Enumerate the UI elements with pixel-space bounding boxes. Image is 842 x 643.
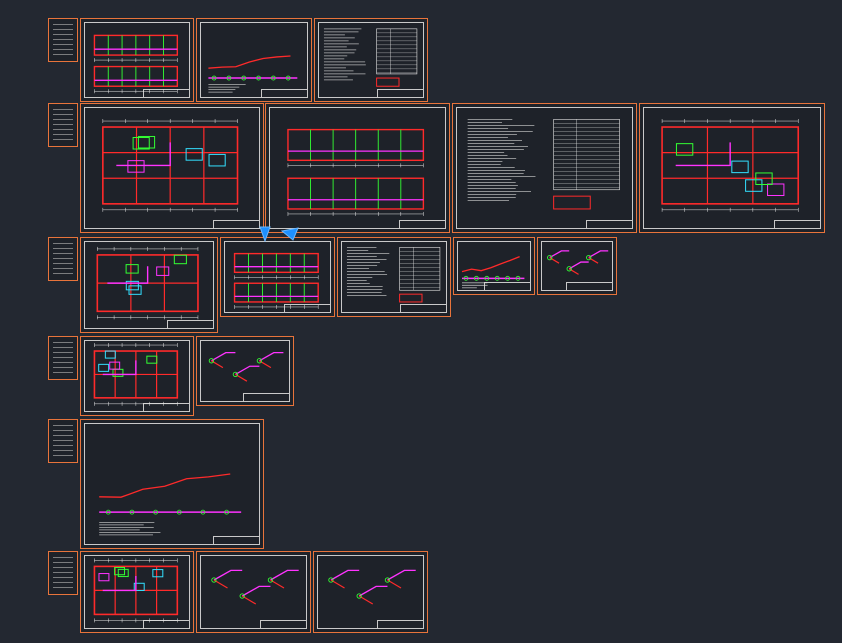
drawing-sheet[interactable] [537, 237, 617, 295]
drawing-sheet[interactable] [196, 336, 294, 406]
drawing-content [467, 118, 620, 210]
cover-sheet-row-6[interactable] [48, 551, 78, 595]
drawing-sheet[interactable] [337, 237, 451, 317]
cover-sheet-row-1[interactable] [48, 18, 78, 62]
cover-sheet-row-5[interactable] [48, 419, 78, 463]
drawing-sheet[interactable] [314, 18, 428, 102]
drawing-content [96, 246, 199, 320]
arrow-pointer-icon [281, 227, 299, 241]
drawing-content [461, 256, 525, 289]
drawing-content [346, 246, 441, 303]
drawing-content [99, 473, 242, 536]
drawing-content [93, 558, 179, 623]
cover-sheet-row-3[interactable] [48, 237, 78, 281]
drawing-sheet[interactable] [452, 103, 637, 233]
drawing-content [93, 34, 179, 94]
drawing-sheet[interactable] [80, 103, 264, 233]
drawing-content [233, 252, 319, 309]
drawing-sheet[interactable] [220, 237, 335, 317]
drawing-content [328, 569, 416, 605]
drawing-content [547, 250, 609, 275]
drawing-sheet[interactable] [80, 18, 194, 102]
drawing-sheet[interactable] [80, 336, 194, 416]
drawing-content [208, 55, 298, 93]
drawing-sheet[interactable] [313, 551, 428, 633]
arrow-pointer-icon [259, 226, 271, 242]
drawing-sheet[interactable] [80, 551, 194, 633]
drawing-content [102, 119, 239, 212]
drawing-content [208, 351, 284, 382]
drawing-sheet[interactable] [196, 18, 312, 102]
drawing-sheet[interactable] [196, 551, 311, 633]
drawing-sheet[interactable] [80, 237, 218, 333]
drawing-sheet[interactable] [80, 419, 264, 549]
drawing-content [287, 128, 425, 216]
drawing-sheet[interactable] [639, 103, 825, 233]
drawing-content [323, 28, 418, 87]
drawing-content [661, 119, 800, 212]
drawing-sheet[interactable] [453, 237, 535, 295]
cover-sheet-row-4[interactable] [48, 336, 78, 380]
drawing-sheet[interactable] [265, 103, 450, 233]
drawing-content [93, 343, 179, 406]
cover-sheet-row-2[interactable] [48, 103, 78, 147]
drawing-content [211, 569, 299, 605]
